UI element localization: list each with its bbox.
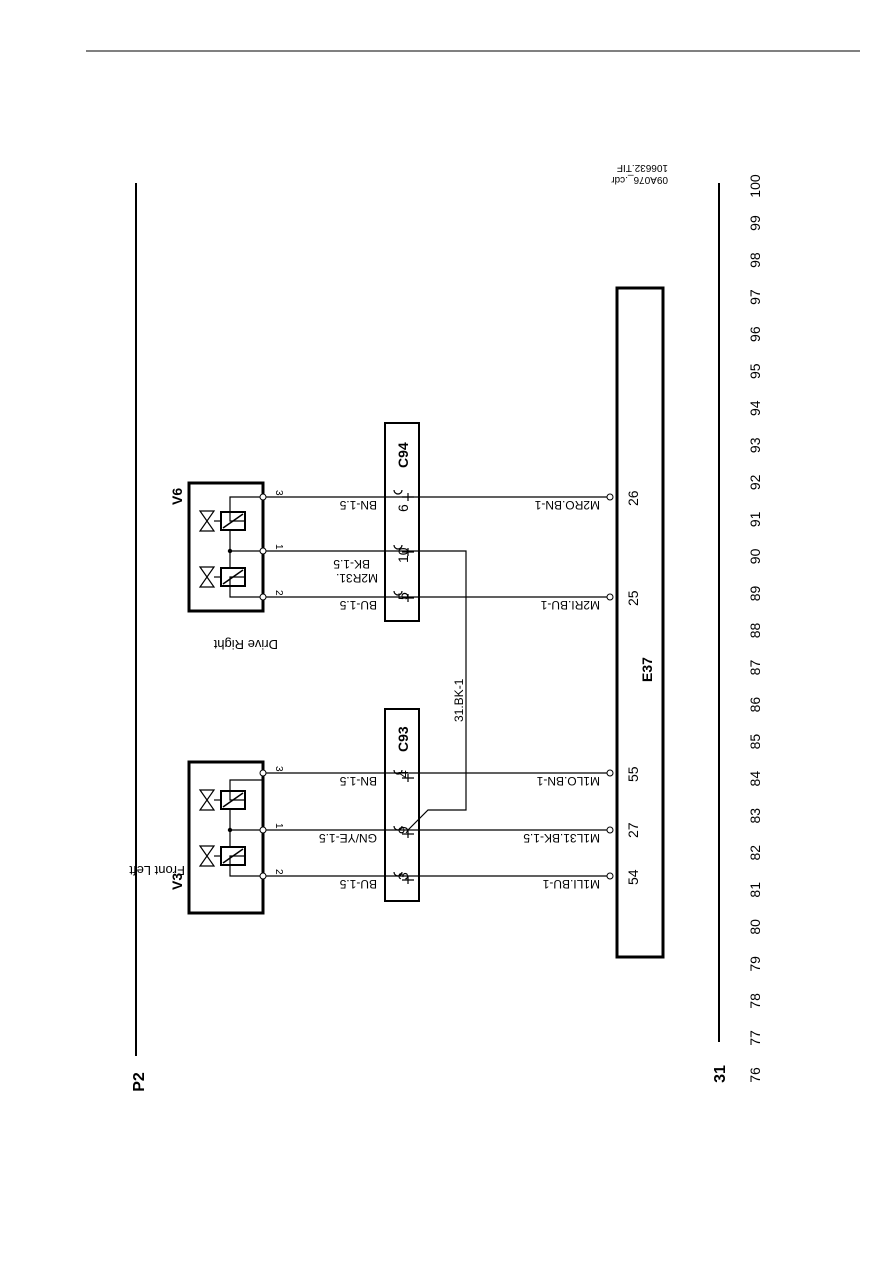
connector-c93: C93 3 9 4 — [384, 708, 420, 902]
ecu-pin-25-terminal — [606, 593, 614, 601]
wire-label-v3-left: BU-1.5 — [339, 877, 377, 891]
valve-v6-internal-2 — [229, 496, 262, 522]
file-tag-tif: 106632.TIF — [617, 162, 668, 173]
valve-v6: 2 1 3 V6 Drive Right — [169, 481, 284, 652]
grid-number: 92 — [747, 474, 763, 490]
connector-c94-pin5-icon — [393, 590, 414, 602]
grid-number: 81 — [747, 882, 763, 898]
valve-v6-valve-left-icon — [198, 566, 216, 588]
connector-c93-pin4: 4 — [395, 770, 411, 778]
grid-number: 80 — [747, 919, 763, 935]
valve-v3-pin3-terminal — [259, 769, 267, 777]
grid-number: 82 — [747, 845, 763, 861]
valve-v3-pin2-label: 2 — [273, 869, 284, 875]
grid-number: 84 — [747, 771, 763, 787]
grid-number: 78 — [747, 993, 763, 1009]
ecu-pin-26: 26 — [625, 490, 641, 506]
valve-v3-pin2-terminal — [259, 872, 267, 880]
valve-v3-id: V3 — [169, 873, 185, 890]
grid-number: 88 — [747, 623, 763, 639]
ecu-pin-55: 55 — [625, 766, 641, 782]
grid-number: 91 — [747, 511, 763, 527]
wire-label-ecu-55: M1LO.BN-1 — [536, 774, 600, 788]
grid-number: 95 — [747, 363, 763, 379]
valve-v6-pin3-label: 3 — [273, 490, 284, 496]
grid-number: 85 — [747, 734, 763, 750]
valve-v6-pin1-terminal — [259, 547, 267, 555]
wire-label-ecu-25: M2RI.BU-1 — [540, 598, 600, 612]
valve-v3-box — [187, 760, 265, 915]
valve-v3-internal-2 — [229, 779, 262, 801]
ecu-pin-25: 25 — [625, 590, 641, 606]
valve-v6-pin2-label: 2 — [273, 590, 284, 596]
grid-numbers: 76 77 78 79 80 81 82 83 84 85 86 87 88 89 90 91 92 93 94 95… — [747, 174, 763, 1083]
grid-number: 86 — [747, 697, 763, 713]
valve-v6-pin2-terminal — [259, 593, 267, 601]
connector-c94: C94 5 10 6 — [384, 422, 420, 622]
grid-number: 89 — [747, 585, 763, 601]
wire-ground-label: 31.BK-1 — [452, 678, 466, 722]
rail-31-label: 31 — [712, 1065, 729, 1083]
valve-v6-internal — [229, 576, 262, 598]
ecu-pin-54-terminal — [606, 872, 614, 880]
wire-label-ecu-54: M1LI.BU-1 — [542, 877, 600, 891]
wire-ground-link — [407, 550, 467, 831]
wire-label-v6-left: BU-1.5 — [339, 598, 377, 612]
valve-v3-pin3-label: 3 — [273, 766, 284, 772]
rail-p2-label: P2 — [131, 1072, 148, 1092]
ecu-pin-54: 54 — [625, 869, 641, 885]
grid-number: 79 — [747, 956, 763, 972]
valve-v6-id: V6 — [169, 488, 185, 505]
connector-c93-pin4-icon — [393, 769, 414, 782]
connector-c94-pin10-icon — [393, 544, 414, 556]
wire-label-ecu-26: M2RO.BN-1 — [534, 498, 600, 512]
grid-number: 76 — [747, 1067, 763, 1083]
connector-c94-id: C94 — [395, 442, 411, 468]
valve-v6-pin3-terminal — [259, 493, 267, 501]
wire-label-v6-right: BN-1.5 — [339, 498, 377, 512]
valve-v3-valve-left-icon — [198, 845, 216, 867]
grid-number: 99 — [747, 215, 763, 231]
valve-v6-caption: Drive Right — [213, 637, 278, 652]
grid-number: 100 — [747, 174, 763, 198]
grid-number: 87 — [747, 660, 763, 676]
grid-number: 93 — [747, 437, 763, 453]
connector-c93-box — [384, 708, 420, 902]
connector-c94-box — [384, 422, 420, 622]
wire-label-v3-right: BN-1.5 — [339, 774, 377, 788]
connector-c94-pin5: 5 — [395, 592, 411, 600]
grid-number: 97 — [747, 289, 763, 305]
wire-label-ecu-27: M1L31.BK-1.5 — [523, 831, 600, 845]
file-tag-cdr: 09A076_.cdr — [611, 174, 668, 185]
grid-number: 77 — [747, 1030, 763, 1046]
grid-number: 96 — [747, 326, 763, 342]
ecu-pin-26-terminal — [606, 493, 614, 501]
wire-label-v3-mid: GN/YE-1.5 — [319, 831, 377, 845]
valve-v3-caption: Front Left — [129, 863, 185, 878]
ecu-e37: E37 54 27 55 25 26 — [606, 286, 665, 959]
ecu-e37-box — [615, 286, 665, 959]
grid-number: 83 — [747, 808, 763, 824]
valve-v3: 2 1 3 V3 Front Left — [129, 760, 284, 915]
grid-number: 90 — [747, 548, 763, 564]
valve-v6-valve-right-icon — [198, 510, 216, 532]
ecu-pin-27-terminal — [606, 826, 614, 834]
ecu-pin-55-terminal — [606, 769, 614, 777]
wire-label-v6-mid-a: M2R31. — [336, 571, 378, 585]
connector-c94-pin6-icon — [393, 489, 414, 501]
connector-c93-id: C93 — [395, 726, 411, 752]
grid-number: 94 — [747, 400, 763, 416]
ecu-e37-id: E37 — [639, 657, 655, 682]
valve-v6-pin1-label: 1 — [273, 544, 284, 550]
valve-v3-pin1-terminal — [259, 826, 267, 834]
valve-v3-valve-right-icon — [198, 789, 216, 811]
grid-number: 98 — [747, 252, 763, 268]
valve-v3-internal — [229, 855, 262, 877]
valve-v6-box — [187, 481, 265, 613]
valve-v3-pin1-label: 1 — [273, 823, 284, 829]
ecu-pin-27: 27 — [625, 822, 641, 838]
connector-c94-pin6: 6 — [395, 504, 411, 512]
wire-label-v6-mid-b: BK-1.5 — [333, 557, 370, 571]
